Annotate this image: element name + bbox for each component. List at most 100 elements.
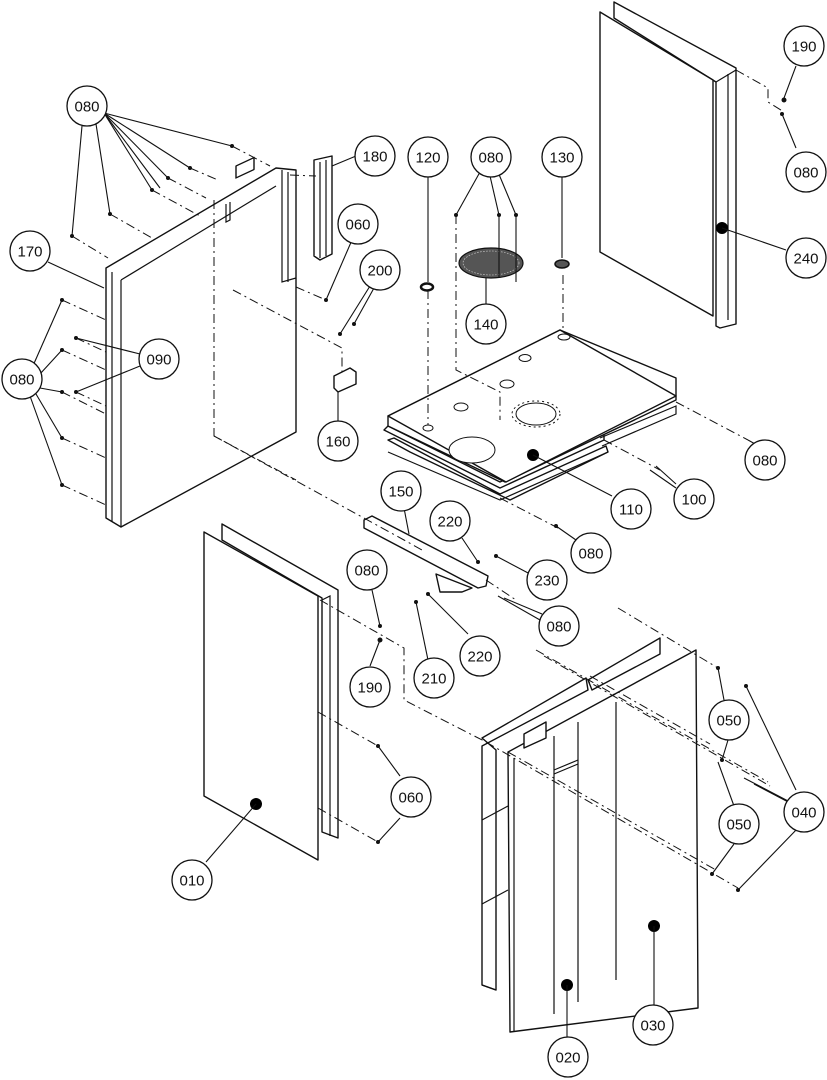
left-side-panel xyxy=(105,156,297,528)
callout-circle xyxy=(785,237,827,279)
callout-230: 230 xyxy=(526,559,568,601)
callout-label: 160 xyxy=(325,434,350,451)
callout-180: 180 xyxy=(354,135,396,177)
callout-080: 080 xyxy=(744,439,786,481)
callout-060: 060 xyxy=(390,776,432,818)
callout-circle xyxy=(538,605,580,647)
callout-label: 240 xyxy=(793,251,818,268)
callout-label: 100 xyxy=(681,492,706,509)
callout-240: 240 xyxy=(785,237,827,279)
callout-circle xyxy=(465,303,507,345)
callout-160: 160 xyxy=(317,420,359,462)
callout-circle xyxy=(459,635,501,677)
callout-120: 120 xyxy=(407,136,449,178)
top-panel xyxy=(383,329,677,501)
callout-circle xyxy=(346,549,388,591)
callout-label: 190 xyxy=(357,680,382,697)
callout-circle xyxy=(359,249,401,291)
callout-circle xyxy=(744,439,786,481)
callout-040: 040 xyxy=(783,791,825,833)
callout-circle xyxy=(66,85,108,127)
callout-label: 200 xyxy=(367,263,392,280)
front-left-panel xyxy=(203,523,339,861)
callout-label: 080 xyxy=(354,563,379,580)
cross-rail xyxy=(363,515,489,593)
callout-circle xyxy=(718,803,760,845)
callout-circle xyxy=(470,136,512,178)
callout-circle xyxy=(380,470,422,512)
callout-label: 120 xyxy=(415,150,440,167)
callout-label: 080 xyxy=(74,99,99,116)
callout-080: 080 xyxy=(66,85,108,127)
callout-label: 150 xyxy=(388,484,413,501)
callout-label: 230 xyxy=(534,573,559,590)
mounting-bracket xyxy=(333,367,357,393)
callout-circle xyxy=(783,25,825,67)
callout-label: 080 xyxy=(578,546,603,563)
callout-label: 060 xyxy=(398,790,423,807)
callout-220: 220 xyxy=(429,500,471,542)
callout-170: 170 xyxy=(9,230,51,272)
callout-circle xyxy=(317,420,359,462)
callout-020: 020 xyxy=(547,1036,589,1078)
callout-label: 080 xyxy=(478,150,503,167)
callout-label: 110 xyxy=(619,502,643,519)
fastener-points xyxy=(60,97,787,892)
callout-label: 190 xyxy=(791,39,816,56)
callout-090: 090 xyxy=(138,338,180,380)
callout-label: 060 xyxy=(345,217,370,234)
callout-circle xyxy=(785,151,827,193)
callout-080: 080 xyxy=(570,532,612,574)
callout-label: 080 xyxy=(793,165,818,182)
callout-080: 080 xyxy=(785,151,827,193)
callout-220: 220 xyxy=(459,635,501,677)
rear-panel xyxy=(599,1,737,329)
callout-050: 050 xyxy=(708,699,750,741)
callout-circle xyxy=(673,478,715,520)
callout-080: 080 xyxy=(470,136,512,178)
callout-label: 210 xyxy=(421,671,446,688)
front-right-assembly xyxy=(481,637,699,1033)
callout-circle xyxy=(541,136,583,178)
callout-circle xyxy=(610,488,652,530)
callout-190: 190 xyxy=(349,666,391,708)
callout-label: 090 xyxy=(146,352,171,369)
callout-circle xyxy=(783,791,825,833)
callout-200: 200 xyxy=(359,249,401,291)
callout-circle xyxy=(632,1004,674,1046)
callout-210: 210 xyxy=(413,657,455,699)
callout-circle xyxy=(407,136,449,178)
callout-circle xyxy=(429,500,471,542)
callout-circle xyxy=(171,859,213,901)
callout-circle xyxy=(9,230,51,272)
callout-label: 010 xyxy=(179,873,204,890)
callout-080: 080 xyxy=(1,358,43,400)
callout-circle xyxy=(570,532,612,574)
callout-label: 170 xyxy=(17,244,42,261)
callout-label: 050 xyxy=(726,817,751,834)
callout-label: 130 xyxy=(549,150,574,167)
callout-circle xyxy=(413,657,455,699)
callout-label: 080 xyxy=(546,619,571,636)
callout-circle xyxy=(337,203,379,245)
callout-circle xyxy=(526,559,568,601)
callout-080: 080 xyxy=(346,549,388,591)
callout-circle xyxy=(1,358,43,400)
callout-110: 110 xyxy=(610,488,652,530)
callout-150: 150 xyxy=(380,470,422,512)
callout-140: 140 xyxy=(465,303,507,345)
callout-label: 140 xyxy=(473,317,498,334)
callout-circle xyxy=(138,338,180,380)
callout-label: 180 xyxy=(362,149,387,166)
callout-label: 080 xyxy=(9,372,34,389)
callout-010: 010 xyxy=(171,859,213,901)
callout-050: 050 xyxy=(718,803,760,845)
grommet-120 xyxy=(419,282,435,292)
callout-circle xyxy=(390,776,432,818)
callout-label: 220 xyxy=(437,514,462,531)
callout-label: 040 xyxy=(791,805,816,822)
callout-circle xyxy=(349,666,391,708)
grommet-130 xyxy=(554,259,570,269)
callout-circle xyxy=(547,1036,589,1078)
